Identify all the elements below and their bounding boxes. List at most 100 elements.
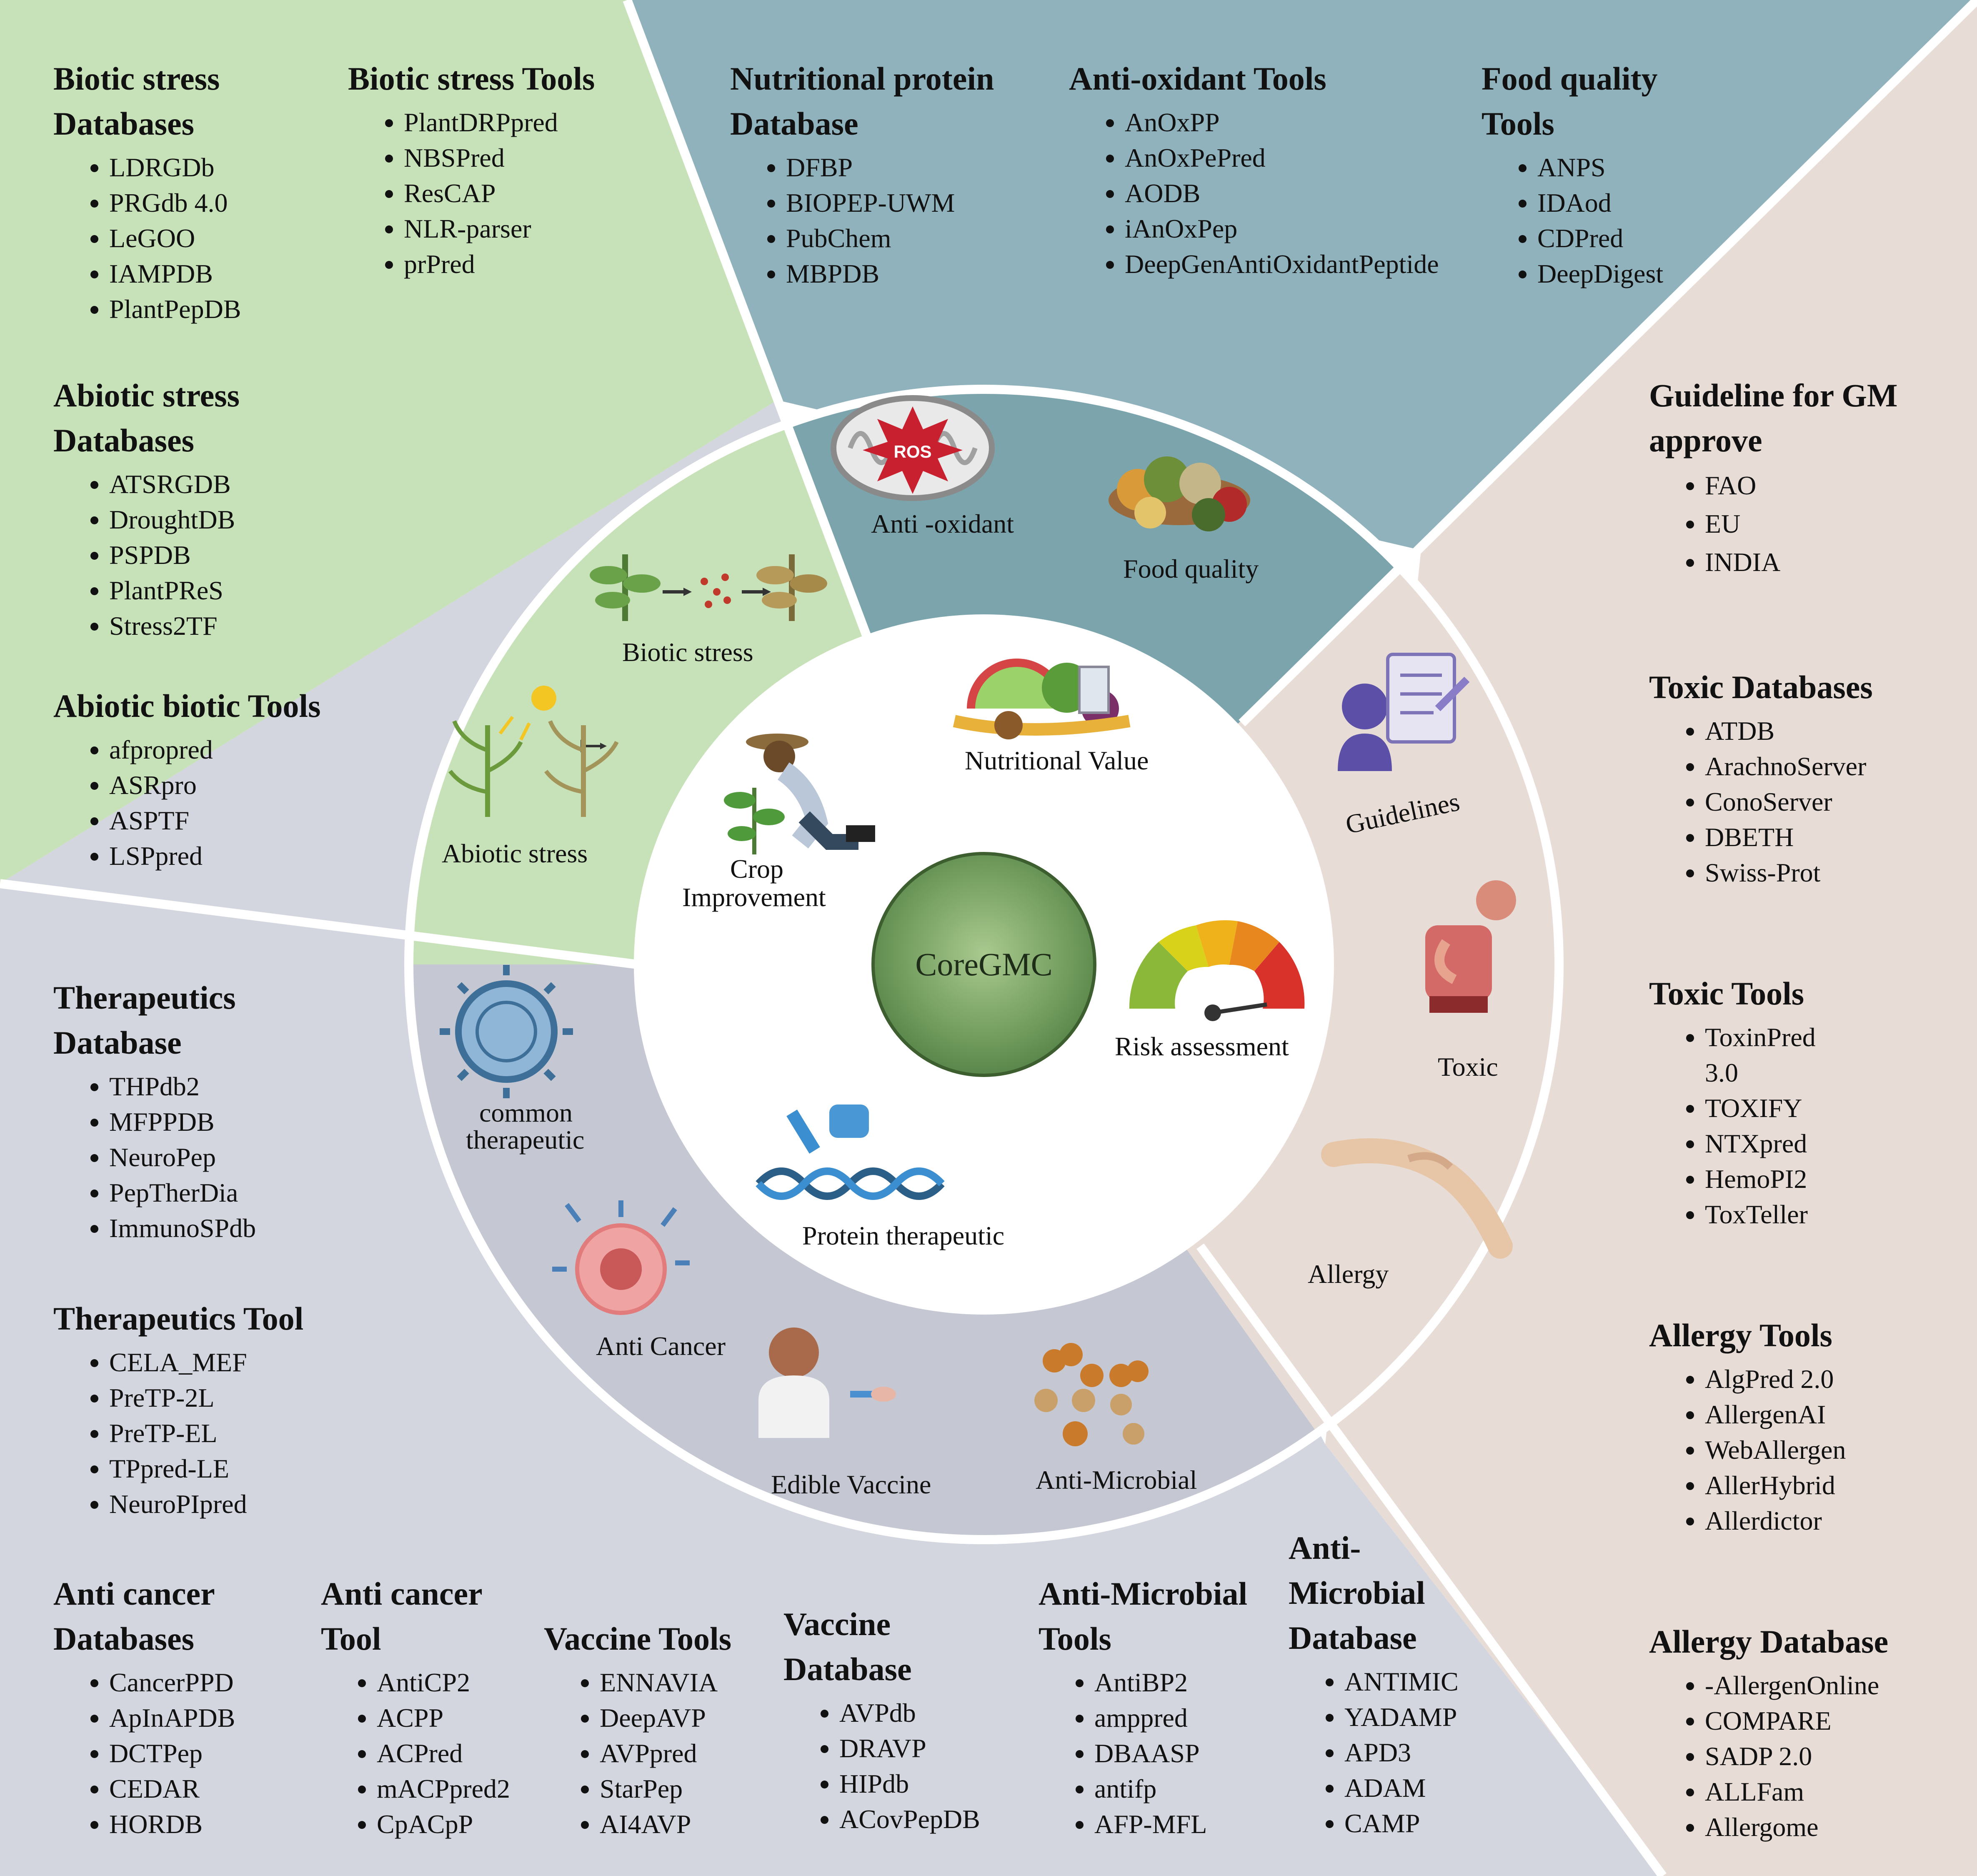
- item-list: -AllergenOnline COMPARE SADP 2.0 ALLFam …: [1649, 1668, 1966, 1845]
- list-item: LeGOO: [109, 220, 345, 256]
- list-item: NTXpred: [1705, 1126, 1966, 1161]
- list-item: AnOxPePred: [1125, 140, 1477, 175]
- allergy-arm-icon: [1321, 1138, 1513, 1259]
- core-title: CoreGMC: [915, 946, 1053, 982]
- beige-sector: [1325, 0, 1977, 1876]
- list-item: DeepGenAntiOxidantPeptide: [1125, 246, 1477, 282]
- food-basket-icon: [1109, 456, 1250, 531]
- anti-microbial-label: Anti-Microbial: [1036, 1465, 1197, 1495]
- list-item: TOXIFY: [1705, 1090, 1966, 1126]
- list-item: MFPPDB: [109, 1104, 345, 1140]
- panel-title: Vaccine Tools: [544, 1621, 732, 1657]
- list-item: PRGdb 4.0: [109, 185, 345, 220]
- list-item: ANTIMIC: [1344, 1664, 1522, 1699]
- core-circle: CoreGMC: [871, 852, 1096, 1077]
- anti-cancer-label: Anti Cancer: [596, 1331, 726, 1361]
- item-list: CancerPPD ApInAPDB DCTPep CEDAR HORDB: [53, 1665, 312, 1842]
- item-list: DFBP BIOPEP-UWM PubChem MBPDB: [730, 150, 1055, 291]
- item-list: AlgPred 2.0 AllergenAI WebAllergen Aller…: [1649, 1361, 1966, 1538]
- panel-title: Anti-oxidant Tools: [1069, 60, 1326, 97]
- outer-ring-border: [404, 385, 1564, 1544]
- virus-icon: [440, 965, 573, 1098]
- list-item: ASPTF: [109, 803, 428, 838]
- list-item: prPred: [404, 246, 681, 282]
- list-item: DBAASP: [1094, 1736, 1289, 1771]
- panel-title: Allergy Tools: [1649, 1317, 1832, 1353]
- list-item: CancerPPD: [109, 1665, 312, 1700]
- item-list: AVPdb DRAVP HIPdb ACovPepDB: [783, 1695, 1034, 1837]
- list-item: ConoServer: [1705, 784, 1966, 819]
- panel-title: Therapeutics Tool: [53, 1300, 304, 1337]
- list-item: ACPred: [377, 1736, 538, 1771]
- list-item: PlantDRPpred: [404, 105, 681, 140]
- anti-oxidant-label: Anti -oxidant: [871, 509, 1014, 539]
- list-item: Swiss-Prot: [1705, 855, 1966, 890]
- list-item: StarPep: [600, 1771, 777, 1806]
- item-list: ANPS IDAod CDPred DeepDigest: [1481, 150, 1773, 291]
- farmer-crop-icon: [724, 734, 875, 854]
- panel-title: Toxic Databases: [1649, 669, 1873, 705]
- list-item: ATSRGDB: [109, 466, 345, 502]
- list-item: APD3: [1344, 1735, 1522, 1770]
- item-list: FAO EU INDIA: [1649, 466, 1966, 581]
- crop-label-line2: Improvement: [682, 882, 826, 912]
- list-item: NeuroPep: [109, 1140, 345, 1175]
- list-item: -AllergenOnline: [1705, 1668, 1966, 1703]
- biotic-stress-label: Biotic stress: [622, 637, 753, 667]
- vaccine-person-icon: [758, 1327, 896, 1438]
- list-item: AVPpred: [600, 1736, 777, 1771]
- list-item: AntiCP2: [377, 1665, 538, 1700]
- common-label-line2: therapeutic: [466, 1125, 585, 1155]
- item-list: ENNAVIA DeepAVP AVPpred StarPep AI4AVP: [544, 1665, 777, 1842]
- list-item: WebAllergen: [1705, 1432, 1966, 1468]
- list-item: DeepDigest: [1537, 256, 1773, 291]
- item-list: AntiBP2 amppred DBAASP antifp AFP-MFL: [1039, 1665, 1289, 1842]
- crop-label-line1: Crop: [730, 854, 783, 884]
- list-item: ADAM: [1344, 1770, 1522, 1806]
- list-item: DeepAVP: [600, 1700, 777, 1736]
- panel-title: Toxic Tools: [1649, 975, 1804, 1012]
- list-item: NBSPred: [404, 140, 681, 175]
- list-item: INDIA: [1705, 543, 1966, 581]
- list-item: NeuroPIpred: [109, 1486, 387, 1522]
- antioxidant-tools-panel: Anti-oxidant Tools AnOxPP AnOxPePred AOD…: [1069, 56, 1477, 282]
- list-item: Allerdictor: [1705, 1503, 1966, 1538]
- list-item: AllerHybrid: [1705, 1468, 1966, 1503]
- list-item: DRAVP: [839, 1731, 1034, 1766]
- allergy-db-panel: Allergy Database -AllergenOnline COMPARE…: [1649, 1619, 1966, 1845]
- list-item: THPdb2: [109, 1069, 345, 1104]
- item-list: ATDB ArachnoServer ConoServer DBETH Swis…: [1649, 713, 1966, 890]
- toxic-tools-panel: Toxic Tools ToxinPred 3.0 TOXIFY NTXpred…: [1649, 971, 1966, 1232]
- mitochondria-icon: ROS: [831, 395, 995, 501]
- panel-title: Abiotic biotic Tools: [53, 688, 321, 724]
- list-item: ENNAVIA: [600, 1665, 777, 1700]
- list-item: ACovPepDB: [839, 1801, 1034, 1837]
- nutritional-food-icon: [953, 659, 1131, 739]
- abiotic-stress-corn-icon: [448, 686, 619, 817]
- list-item: DFBP: [786, 150, 1055, 185]
- list-item: AllergenAI: [1705, 1397, 1966, 1432]
- list-item: ApInAPDB: [109, 1700, 312, 1736]
- divider-beige-gray: [1196, 1243, 1667, 1876]
- list-item: AnOxPP: [1125, 105, 1477, 140]
- list-item: YADAMP: [1344, 1699, 1522, 1735]
- list-item: PSPDB: [109, 537, 345, 573]
- list-item: AI4AVP: [600, 1806, 777, 1842]
- list-item: LSPpred: [109, 838, 428, 874]
- list-item: Stress2TF: [109, 608, 345, 644]
- list-item: Allergome: [1705, 1809, 1966, 1845]
- list-item: HORDB: [109, 1806, 312, 1842]
- list-item: ArachnoServer: [1705, 749, 1966, 784]
- list-item: NLR-parser: [404, 211, 681, 246]
- item-list: THPdb2 MFPPDB NeuroPep PepTherDia Immuno…: [53, 1069, 345, 1246]
